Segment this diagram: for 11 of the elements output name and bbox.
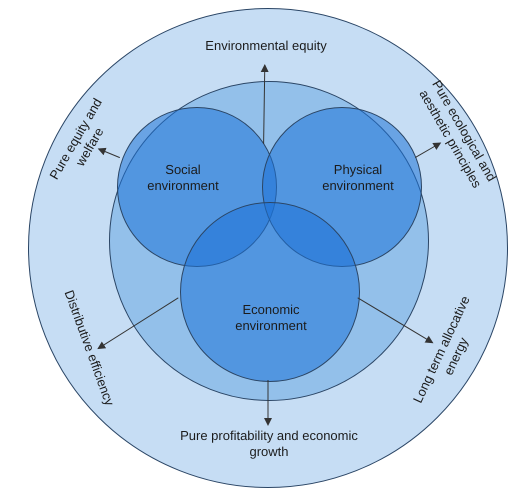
- arrow: [264, 380, 272, 426]
- arrow: [414, 142, 442, 158]
- arrow: [97, 297, 179, 350]
- arrow: [260, 64, 269, 144]
- circle-label: Social environment: [146, 162, 220, 194]
- outcome-label: Environmental equity: [201, 38, 331, 54]
- circle-label: Economic environment: [234, 302, 308, 334]
- circle-label: Physical environment: [321, 162, 395, 194]
- arrow: [98, 148, 120, 158]
- arrow: [357, 297, 434, 344]
- outcome-label: Pure profitability and economic growth: [174, 428, 364, 460]
